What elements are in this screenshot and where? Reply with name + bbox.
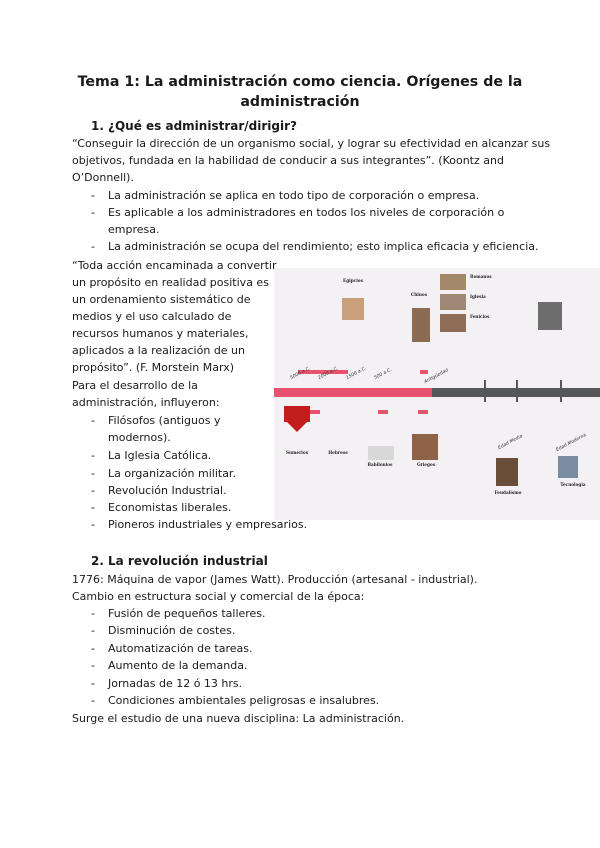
bullet-item: La administración se aplica en todo tipo… — [108, 189, 480, 202]
quote-line: objetivos, fundada en la habilidad de co… — [72, 154, 504, 167]
bullet-dash: - — [91, 189, 95, 202]
era-label: 1500 a.C. — [345, 366, 368, 381]
caption-griegos: Griegos — [416, 462, 436, 467]
section-1-heading: 1. ¿Qué es administrar/dirigir? — [91, 118, 297, 134]
technology-image — [558, 456, 578, 478]
bullet-dash: - — [91, 414, 95, 427]
bullet-dash: - — [91, 677, 95, 690]
caption-fenicios: Fenicios — [470, 314, 490, 319]
timeline-bar-ancient — [274, 388, 432, 397]
text-line: Para el desarrollo de la — [72, 379, 198, 392]
quote-line: un ordenamiento sistemático de — [72, 293, 251, 306]
quote-line: medios y el uso calculado de — [72, 310, 232, 323]
closing-line: Surge el estudio de una nueva disciplina… — [72, 712, 405, 725]
quote-line: “Conseguir la dirección de un organismo … — [72, 137, 551, 150]
caption-tecnologia: Tecnología — [560, 482, 586, 487]
era-label: Edad Moderna — [555, 433, 588, 453]
timeline-tick — [484, 380, 486, 402]
caption-feudalismo: Feudalismo — [494, 490, 522, 495]
caption-babilonios: Babilonios — [367, 462, 393, 467]
quote-line: “Toda acción encaminada a convertir — [72, 259, 277, 272]
medieval-scene-image — [538, 302, 562, 330]
timeline-marker — [420, 370, 428, 374]
text-line: administración, influyeron: — [72, 396, 220, 409]
title-line-1: Tema 1: La administración como ciencia. … — [77, 74, 523, 90]
text-line: 1776: Máquina de vapor (James Watt). Pro… — [72, 573, 478, 586]
timeline-marker — [378, 410, 388, 414]
caption-sumerios: Sumerios — [285, 450, 309, 455]
bullet-item: Jornadas de 12 ó 13 hrs. — [108, 677, 243, 690]
section-1-title: ¿Qué es administrar/dirigir? — [108, 119, 297, 133]
bullet-item: Automatización de tareas. — [108, 642, 253, 655]
text-line: Cambio en estructura social y comercial … — [72, 590, 365, 603]
caption-egipcios: Egipcios — [343, 278, 363, 283]
quote-line: propósito”. (F. Morstein Marx) — [72, 361, 235, 374]
bullet-item: Fusión de pequeños talleres. — [108, 607, 266, 620]
bullet-dash: - — [91, 484, 95, 497]
timeline-tick — [560, 380, 562, 402]
cuneiform-tablet-image — [368, 446, 394, 460]
era-label: Edad Media — [497, 433, 524, 451]
bullet-dash: - — [91, 607, 95, 620]
quote-line: aplicados a la realización de un — [72, 344, 246, 357]
section-2-heading: 2. La revolución industrial — [91, 553, 268, 569]
timeline-marker — [298, 370, 348, 374]
influence-item: Economistas liberales. — [108, 501, 232, 514]
bullet-item: Es aplicable a los administradores en to… — [108, 206, 505, 219]
bullet-item: Disminución de costes. — [108, 624, 236, 637]
history-timeline-image: Egipcios Chinos Romanos Iglesia Fenicios… — [274, 268, 600, 520]
arrow-down-icon — [287, 422, 307, 432]
bullet-dash: - — [91, 206, 95, 219]
era-label: 500 a.C. — [373, 367, 393, 381]
caption-iglesia: Iglesia — [470, 294, 486, 299]
bullet-dash: - — [91, 518, 95, 531]
bullet-item-continued: empresa. — [108, 223, 160, 236]
influence-item: La Iglesia Católica. — [108, 449, 212, 462]
bullet-dash: - — [91, 642, 95, 655]
influence-item-continued: modernos). — [108, 431, 171, 444]
caption-chinos: Chinos — [410, 292, 428, 297]
bullet-dash: - — [91, 501, 95, 514]
influence-item: La organización militar. — [108, 467, 236, 480]
timeline-marker — [304, 410, 320, 414]
quote-line: un propósito en realidad positiva es — [72, 276, 269, 289]
influence-item: Revolución Industrial. — [108, 484, 227, 497]
caption-romanos: Romanos — [470, 274, 492, 279]
bullet-dash: - — [91, 624, 95, 637]
chinese-warrior-image — [412, 308, 430, 342]
page-title: Tema 1: La administración como ciencia. … — [72, 72, 528, 112]
influence-item: Filósofos (antiguos y — [108, 414, 221, 427]
phoenician-ship-image — [440, 314, 466, 332]
section-2-title: La revolución industrial — [108, 554, 268, 568]
greek-painting-image — [412, 434, 438, 460]
influence-item: Pioneros industriales y empresarios. — [108, 518, 308, 531]
church-image — [440, 294, 466, 310]
section-2-number: 2. — [91, 554, 104, 568]
caption-hebreos: Hebreos — [328, 450, 348, 455]
bullet-dash: - — [91, 694, 95, 707]
bullet-item: La administración se ocupa del rendimien… — [108, 240, 539, 253]
title-line-2: administración — [240, 94, 360, 110]
bullet-dash: - — [91, 659, 95, 672]
bullet-dash: - — [91, 449, 95, 462]
roman-ruins-image — [440, 274, 466, 290]
bullet-dash: - — [91, 467, 95, 480]
quote-line: O’Donnell). — [72, 171, 134, 184]
bullet-item: Condiciones ambientales peligrosas e ins… — [108, 694, 380, 707]
quote-line: recursos humanos y materiales, — [72, 327, 249, 340]
bullet-dash: - — [91, 240, 95, 253]
section-1-number: 1. — [91, 119, 104, 133]
sumerian-arrow — [284, 406, 310, 422]
bullet-item: Aumento de la demanda. — [108, 659, 248, 672]
egyptian-figure-image — [342, 298, 364, 320]
timeline-marker — [418, 410, 428, 414]
timeline-tick — [516, 380, 518, 402]
feudal-scene-image — [496, 458, 518, 486]
